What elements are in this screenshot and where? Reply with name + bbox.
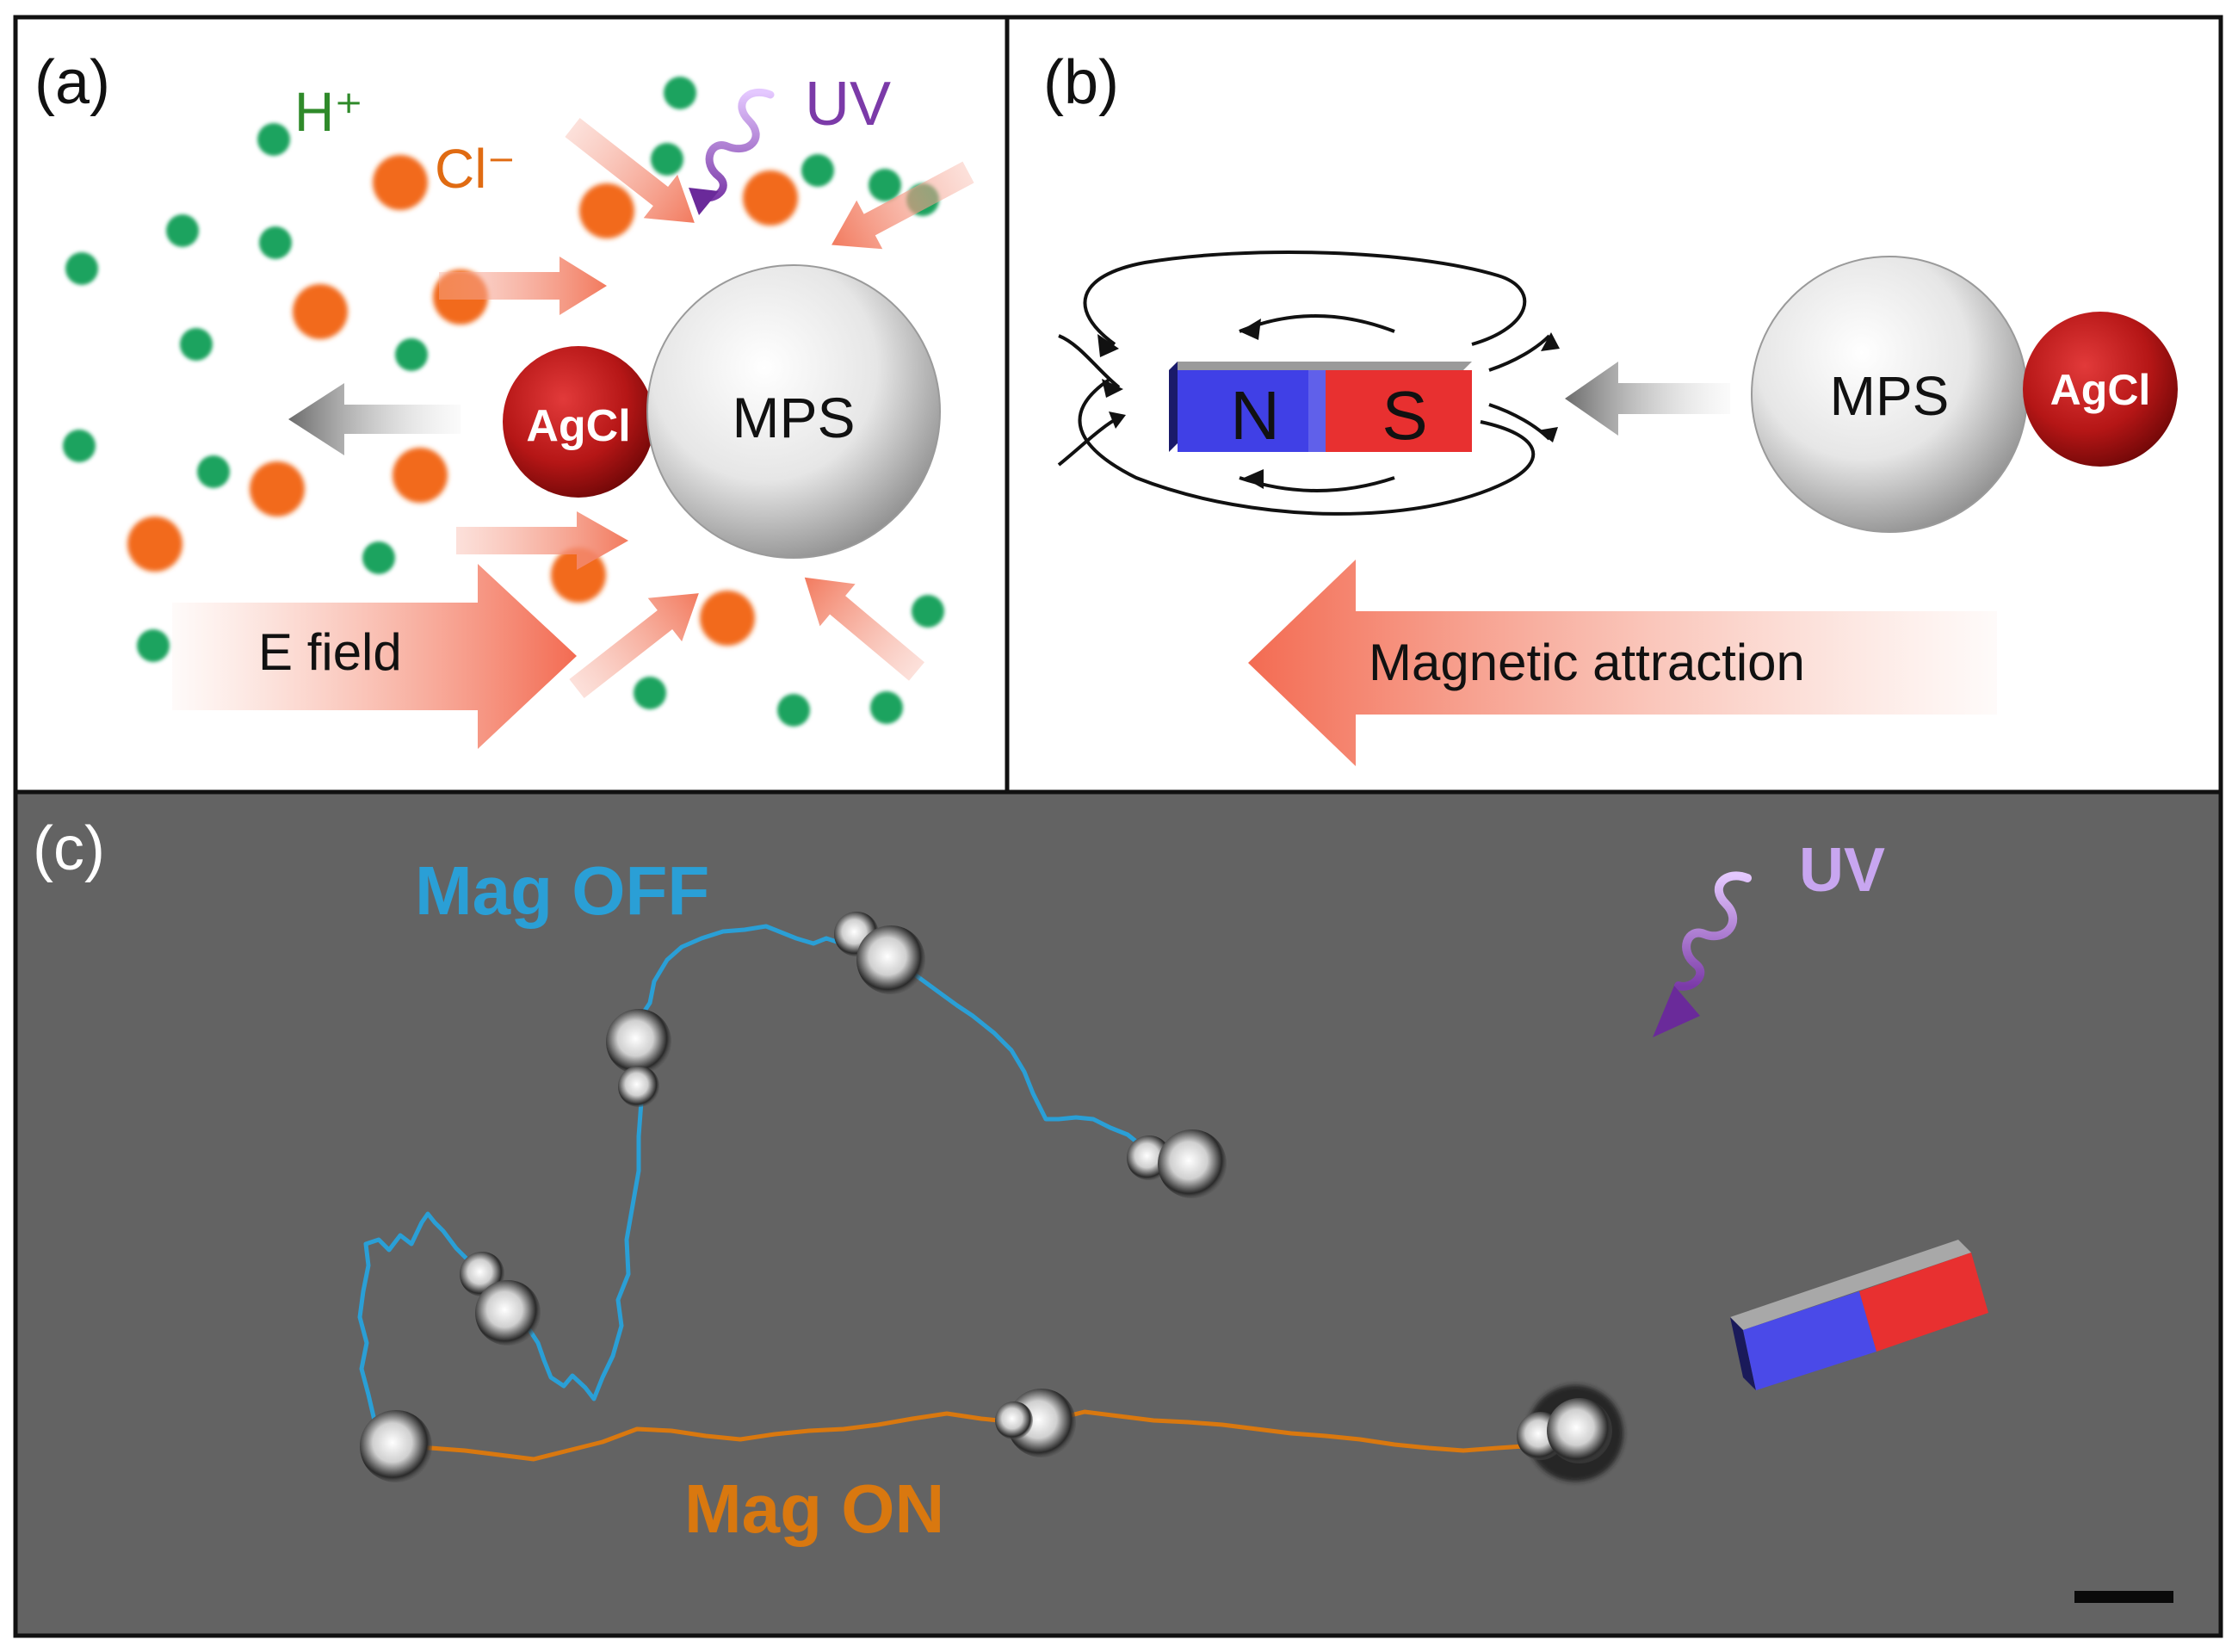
- proton-dot: [65, 252, 98, 285]
- proton-dot: [197, 455, 230, 488]
- panel-a-label: (a): [34, 48, 110, 117]
- agcl-sphere-b: [2023, 312, 2178, 467]
- chloride-label: Cl⁻: [435, 138, 516, 200]
- uv-wave-c: [1674, 871, 1752, 991]
- chloride-dot: [393, 448, 448, 503]
- uv-arrow-head: [689, 188, 719, 215]
- proton-dot: [180, 328, 213, 361]
- chloride-dot: [127, 517, 182, 572]
- motion-arrow-b: [1565, 362, 1730, 436]
- mps-sphere-a: [646, 264, 941, 559]
- mps-label-b: MPS: [1830, 365, 1950, 427]
- flux-arrow: [439, 257, 607, 315]
- efield-label: E field: [258, 623, 402, 681]
- panel-c-frame: [13, 789, 2223, 1638]
- agcl-label-a: AgCl: [526, 401, 630, 451]
- mag-on-trajectory: [395, 1409, 1524, 1462]
- chloride-dot: [293, 284, 348, 339]
- flux-arrow: [456, 511, 628, 570]
- proton-label: H⁺: [294, 81, 363, 143]
- panel-b-label: (b): [1043, 48, 1119, 117]
- proton-dot: [259, 226, 292, 259]
- scale-bar: [2074, 1591, 2173, 1603]
- flux-arrow: [565, 117, 695, 223]
- proton-dot: [664, 77, 696, 109]
- chloride-dot: [743, 170, 798, 226]
- flux-arrow: [569, 593, 699, 699]
- uv-wave: [697, 88, 775, 202]
- proton-dots: [63, 77, 944, 727]
- south-label: S: [1382, 377, 1427, 454]
- chloride-dot: [551, 548, 606, 603]
- proton-dot: [166, 214, 199, 247]
- panel-c-label: (c): [33, 814, 105, 883]
- particle-images: [360, 912, 1623, 1482]
- proton-dot: [137, 629, 170, 662]
- motion-arrow-left: [288, 383, 461, 455]
- bar-magnet-b: N S: [1169, 362, 1472, 454]
- flux-arrow: [832, 161, 974, 250]
- magnetic-attraction-arrow: [1248, 560, 1997, 766]
- particle-image: [834, 912, 925, 994]
- panel-a: E field UV (a) H⁺ Cl⁻ AgCl MPS: [13, 15, 1010, 795]
- proton-dot: [362, 541, 395, 574]
- proton-dot: [870, 691, 903, 724]
- chloride-dot: [700, 591, 755, 646]
- mps-label-a: MPS: [732, 386, 855, 449]
- proton-dot: [634, 677, 666, 709]
- proton-dot: [777, 694, 810, 727]
- agcl-sphere-a: [503, 346, 654, 498]
- proton-dot: [257, 123, 290, 156]
- panel-c: (c) Mag OFF Mag ON UV: [13, 789, 2223, 1638]
- particle-image: [460, 1252, 541, 1346]
- efield-arrow: [172, 564, 577, 749]
- proton-dot: [651, 143, 683, 176]
- chloride-dot: [579, 183, 634, 238]
- field-line-arrowheads: [1097, 319, 1560, 489]
- chloride-dot: [373, 155, 428, 210]
- uv-label-a: UV: [805, 70, 891, 139]
- panel-b: (b) N S: [1005, 15, 2223, 795]
- agcl-label-b: AgCl: [2050, 366, 2151, 414]
- proton-dot: [869, 169, 901, 201]
- ion-flux-arrows: [439, 117, 974, 699]
- north-label: N: [1230, 377, 1280, 454]
- mag-off-label: Mag OFF: [415, 852, 709, 929]
- particle-image: [995, 1389, 1076, 1457]
- chloride-dot: [250, 461, 305, 517]
- particle-image: [360, 1410, 432, 1482]
- particle-image: [606, 1009, 671, 1107]
- mag-off-trajectory: [357, 924, 1159, 1421]
- chloride-dots: [127, 155, 798, 646]
- mag-on-label: Mag ON: [684, 1470, 944, 1547]
- proton-dot: [63, 430, 96, 462]
- particle-image: [1517, 1385, 1623, 1482]
- uv-arrow-head-c: [1653, 986, 1700, 1037]
- proton-dot: [801, 154, 834, 187]
- uv-label-c: UV: [1799, 836, 1885, 905]
- flux-arrow: [804, 577, 924, 681]
- particle-image: [1127, 1129, 1227, 1198]
- proton-dot: [912, 595, 944, 628]
- proton-dot: [395, 338, 428, 371]
- attraction-label: Magnetic attraction: [1369, 634, 1805, 691]
- bar-magnet-c: [1730, 1240, 1988, 1390]
